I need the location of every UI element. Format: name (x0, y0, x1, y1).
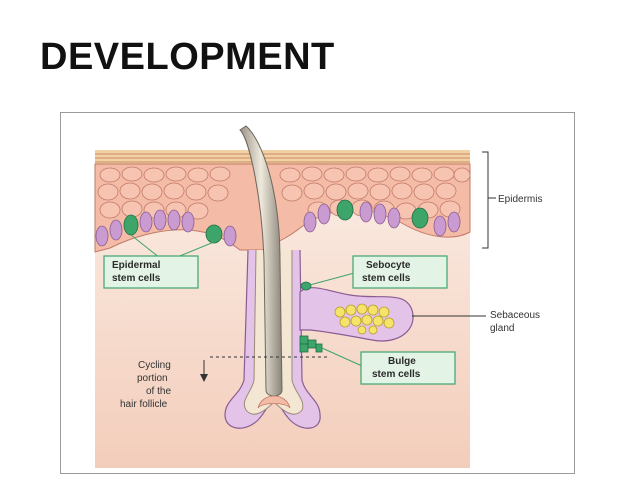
epidermis-bracket (482, 151, 489, 249)
epidermal-stem-cells-callout: Epidermal stem cells (103, 234, 215, 289)
cycling-portion-line-4: hair follicle (120, 399, 168, 410)
bulge-stem-cells-callout: Bulge stem cells (321, 347, 456, 385)
sebaceous-gland (299, 287, 414, 342)
sebaceous-cells (334, 303, 395, 335)
cycling-portion-line-3: of the (146, 386, 171, 397)
epidermal-stem-cells-line-1: Epidermal (112, 260, 161, 271)
sebaceous-gland-callout: Sebaceous gland (412, 310, 540, 334)
slide-title: DEVELOPMENT (40, 36, 335, 78)
sebocyte-stem-cells-callout: Sebocyte stem cells (305, 255, 448, 289)
bulge-stem-cells-line-1: Bulge (388, 356, 416, 367)
sebaceous-gland-line-2: gland (490, 323, 514, 334)
cycling-portion-line-2: portion (137, 373, 168, 384)
sebocyte-stem-cells-line-1: Sebocyte (366, 260, 411, 271)
hair-shaft (239, 125, 283, 397)
epidermal-stem-cells-line-2: stem cells (112, 273, 161, 284)
sebaceous-gland-line-1: Sebaceous (490, 310, 540, 321)
cycling-portion-callout: Cycling portion of the hair follicle (120, 360, 208, 410)
sebocyte-stem-cells-line-2: stem cells (362, 273, 411, 284)
bulge-stem-cells-line-2: stem cells (372, 369, 421, 380)
cycling-portion-line-1: Cycling (138, 360, 171, 371)
epidermal-stem-cells (123, 199, 429, 244)
stratum-corneum (95, 150, 470, 164)
epidermis-label: Epidermis (498, 194, 542, 205)
basal-layer (95, 201, 461, 247)
dermal-papilla (257, 395, 291, 409)
down-arrow-icon (200, 374, 208, 382)
